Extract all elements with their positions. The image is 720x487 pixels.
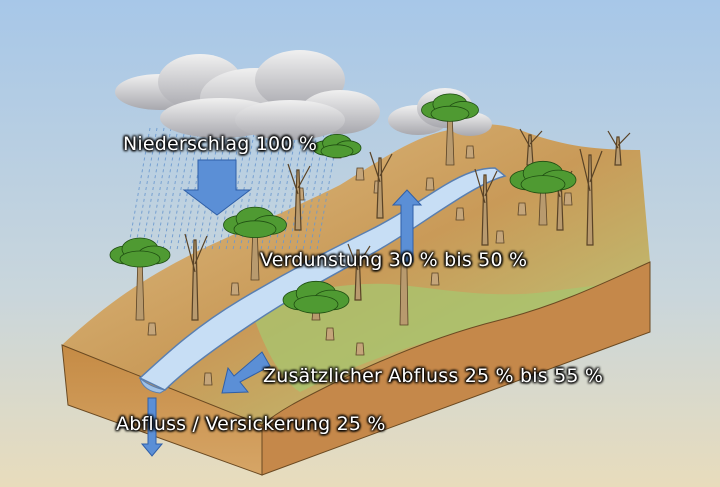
additional-runoff-label: Zusätzlicher Abfluss 25 % bis 55 % bbox=[263, 365, 604, 387]
precipitation-arrow-icon bbox=[182, 159, 252, 216]
precipitation-label: Niederschlag 100 % bbox=[123, 133, 318, 155]
stump-icon bbox=[430, 272, 440, 286]
bare-tree-icon bbox=[184, 233, 208, 321]
bare-tree-icon bbox=[474, 168, 498, 246]
grass-patch bbox=[250, 283, 600, 392]
trees bbox=[109, 93, 631, 386]
evaporation-arrow-icon bbox=[391, 189, 423, 263]
bare-tree-icon bbox=[347, 243, 371, 301]
stump-icon bbox=[355, 342, 365, 356]
stump-icon bbox=[147, 322, 157, 336]
tree-icon bbox=[223, 206, 287, 281]
tree-icon bbox=[312, 133, 362, 159]
bare-tree-icon bbox=[369, 151, 393, 219]
ground-right-side bbox=[261, 261, 651, 476]
tree-icon bbox=[421, 93, 479, 166]
infiltration-arrow-icon bbox=[140, 397, 164, 457]
stump-icon bbox=[425, 177, 435, 191]
river bbox=[138, 167, 507, 391]
stump-icon bbox=[495, 230, 505, 244]
bare-tree-icon bbox=[607, 130, 631, 166]
evaporation-label: Verdunstung 30 % bis 50 % bbox=[260, 249, 528, 271]
tree-icon bbox=[282, 280, 350, 321]
bare-tree-icon bbox=[287, 163, 311, 231]
stump-icon bbox=[203, 372, 213, 386]
stump-icon bbox=[325, 327, 335, 341]
tree-icon bbox=[509, 160, 577, 226]
stump-icon bbox=[465, 145, 475, 159]
stump-icon bbox=[517, 202, 527, 216]
tree-icon bbox=[109, 237, 171, 321]
bare-tree-icon bbox=[579, 148, 603, 246]
stump-icon bbox=[355, 167, 365, 181]
stump-icon bbox=[563, 192, 573, 206]
runoff-arrow-icon bbox=[221, 351, 271, 394]
runoff-infiltration-label: Abfluss / Versickerung 25 % bbox=[116, 413, 386, 435]
stump-icon bbox=[230, 282, 240, 296]
rain-cloud bbox=[115, 50, 380, 140]
stump-icon bbox=[455, 207, 465, 221]
